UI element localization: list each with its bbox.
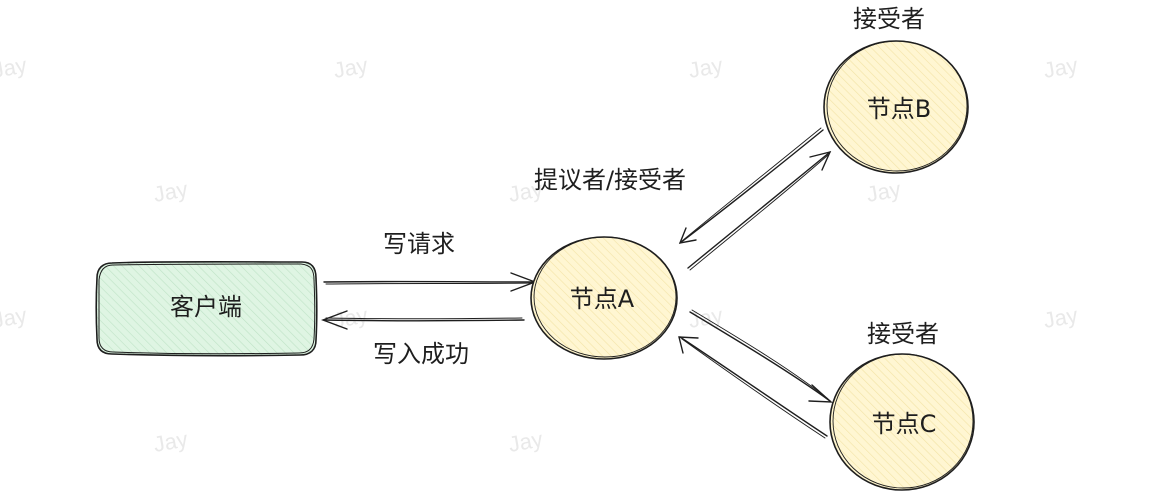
watermark: Jay (0, 302, 29, 333)
client-box: 客户端 (95, 260, 318, 357)
watermark: Jay (507, 176, 545, 207)
watermark: Jay (0, 52, 29, 83)
watermark: Jay (687, 52, 725, 83)
b-to-a-arrow (678, 127, 824, 244)
watermark: Jay (152, 426, 190, 457)
watermark-layer: Jay Jay Jay Jay Jay Jay Jay Jay Jay Jay … (0, 52, 1080, 457)
write-success-arrow (321, 310, 525, 330)
node-c: 节点C (829, 353, 975, 491)
watermark: Jay (865, 176, 903, 207)
write-request-arrow (323, 272, 537, 292)
watermark: Jay (1042, 52, 1080, 83)
node-a-role: 提议者/接受者 (534, 166, 686, 194)
node-b-label: 节点B (867, 95, 931, 123)
a-to-b-arrow (687, 150, 832, 271)
node-a-label: 节点A (570, 285, 635, 313)
node-b-role: 接受者 (853, 5, 925, 33)
watermark: Jay (507, 426, 545, 457)
write-success-label: 写入成功 (373, 340, 469, 368)
watermark: Jay (332, 52, 370, 83)
node-b: 节点B (823, 40, 969, 174)
a-to-c-arrow (689, 309, 833, 403)
watermark: Jay (1042, 302, 1080, 333)
write-request-label: 写请求 (383, 230, 455, 258)
watermark: Jay (332, 302, 370, 333)
node-c-label: 节点C (872, 410, 937, 438)
watermark: Jay (152, 176, 190, 207)
client-label: 客户端 (170, 293, 242, 321)
node-c-role: 接受者 (867, 320, 939, 348)
node-a: 节点A (530, 236, 678, 360)
c-to-a-arrow (678, 336, 828, 439)
